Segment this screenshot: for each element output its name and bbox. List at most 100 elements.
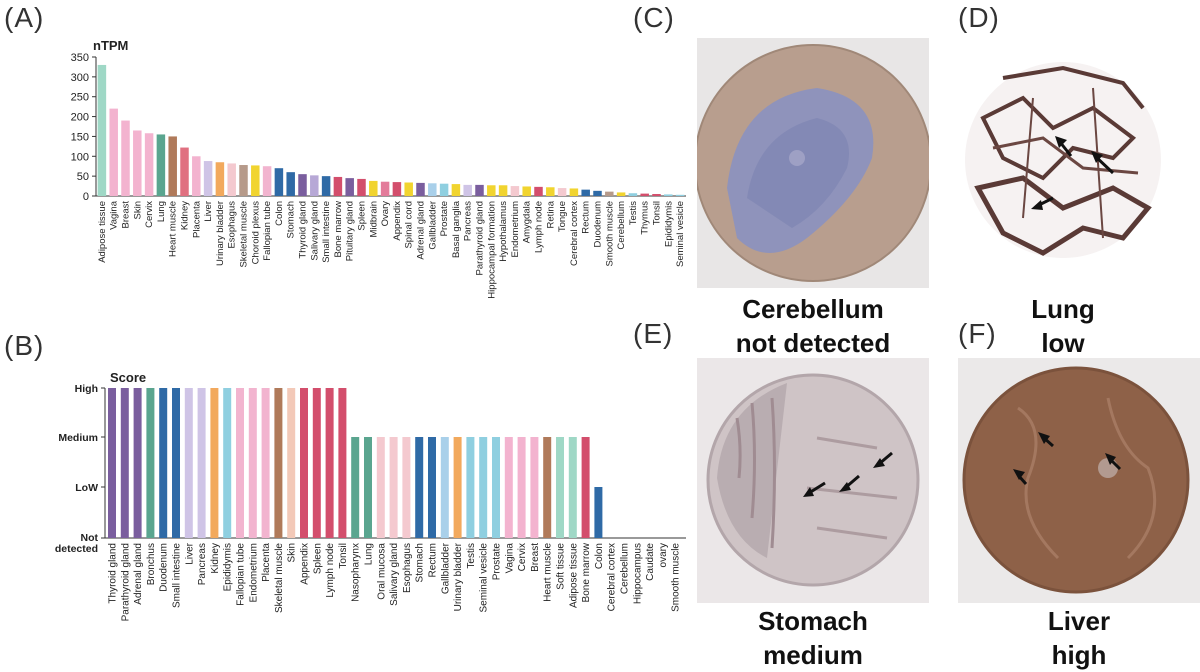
chart-a-bar [522, 186, 531, 196]
chart-a-xtick-label: Pancreas [463, 201, 474, 241]
chart-b-bar [492, 437, 500, 538]
chart-b-xtick-label: Cerebral cortex [607, 543, 618, 611]
chart-a-bar [239, 165, 248, 196]
chart-a-ylabel: nTPM [93, 38, 129, 53]
chart-b-xtick-label: Fallopian tube [236, 543, 247, 606]
chart-a-bar [345, 178, 354, 196]
chart-b-ytick-label: Not [81, 532, 99, 544]
lung-caption-line1: Lung [1031, 294, 1095, 324]
chart-a-xtick-label: Small intestine [321, 201, 332, 263]
chart-a-bar [451, 184, 461, 196]
chart-a-bar [640, 193, 649, 196]
chart-b-ylabel: Score [110, 370, 147, 385]
chart-a-xtick-label: Placenta [191, 200, 202, 238]
chart-a-xtick-label: Amygdala [522, 200, 533, 243]
chart-b-xtick-label: Vagina [504, 543, 515, 574]
chart-a-xtick-label: Heart muscle [168, 201, 179, 257]
chart-a-bar [286, 172, 295, 196]
chart-a-bar [510, 186, 520, 196]
chart-b-xtick-label: Liver [184, 542, 195, 564]
chart-a-xtick-label: Salivary gland [309, 201, 320, 261]
chart-a-xtick-label: Choroid plexus [250, 201, 261, 265]
chart-a-bar [546, 187, 555, 196]
chart-a-bar [593, 190, 602, 196]
chart-a-xtick-label: Ovary [380, 201, 391, 227]
chart-b-xtick-label: Lung [364, 543, 375, 565]
chart-b-bar [300, 388, 308, 538]
panel-label-e: (E) [633, 318, 674, 349]
chart-a-xtick-label: Parathyroid gland [475, 201, 486, 275]
chart-b-xtick-label: Epididymis [223, 543, 234, 591]
chart-a-xtick-label: Gallbladder [427, 201, 438, 250]
chart-a-bar [144, 133, 154, 196]
chart-a-xtick-label: Seminal vesicle [675, 201, 686, 267]
chart-a-bar [97, 64, 107, 196]
chart-b-xtick-label: Small intestine [172, 543, 183, 608]
chart-b-ytick-label: detected [55, 543, 98, 555]
chart-b-xtick-label: Skeletal muscle [274, 543, 285, 613]
cerebellum-image [694, 38, 932, 288]
lung-image [963, 38, 1163, 288]
chart-b-xtick-label: Kidney [210, 543, 221, 574]
chart-a-bar [463, 184, 472, 196]
chart-a-ytick-label: 200 [71, 112, 89, 124]
chart-b-bar [133, 388, 142, 538]
chart-a-xtick-label: Midbrain [368, 201, 379, 237]
chart-a-bar [168, 136, 177, 196]
chart-a-xtick-label: Prostate [439, 201, 450, 236]
chart-a-bar [498, 185, 508, 196]
chart-b-xtick-label: Smooth muscle [671, 543, 682, 612]
chart-b-xtick-label: Adrenal gland [133, 543, 144, 605]
chart-b-xtick-label: Soft tissue [556, 543, 567, 590]
chart-b-xtick-label: Caudate [645, 543, 656, 581]
chart-a-bar [404, 182, 413, 196]
chart-a-xtick-label: Pituitary gland [345, 201, 356, 261]
chart-b-xtick-label: Rectum [428, 543, 439, 577]
chart-b-bar [146, 388, 155, 538]
chart-b-bar [581, 437, 590, 538]
chart-b-bar [261, 388, 270, 538]
chart-b-xtick-label: Parathyroid gland [120, 543, 131, 621]
chart-b-xtick-label: Spleen [312, 543, 323, 574]
chart-a-bar [439, 183, 449, 196]
chart-b-bar [376, 437, 385, 538]
chart-a-xtick-label: Kidney [180, 201, 191, 230]
chart-a-xtick-label: Fallopian tube [262, 201, 273, 261]
chart-b-bar [223, 388, 232, 538]
chart-b-bar [287, 388, 296, 538]
chart-a-xtick-label: Skin [132, 201, 143, 219]
chart-a-xtick-label: Spinal cord [404, 201, 415, 249]
chart-b-bar [453, 437, 462, 538]
chart-a-xtick-label: Urinary bladder [215, 201, 226, 266]
chart-a-bar [215, 162, 225, 196]
chart-b-bar [479, 437, 488, 538]
chart-a-bar [298, 174, 307, 196]
chart-a-bar [274, 168, 284, 196]
chart-b-xtick-label: Duodenum [159, 543, 170, 592]
chart-b-xtick-label: Heart muscle [543, 543, 554, 602]
chart-a-xtick-label: Tongue [557, 201, 568, 232]
chart-a-bar [203, 161, 213, 196]
chart-a-xtick-label: Testis [628, 201, 639, 226]
chart-a-ytick-label: 0 [83, 191, 89, 203]
chart-b-xtick-label: Seminal vesicle [479, 543, 490, 613]
chart-a-xtick-label: Colon [274, 201, 285, 226]
chart-a-ytick-label: 250 [71, 92, 89, 104]
chart-b-bar [556, 437, 564, 538]
chart-a-bar [534, 186, 543, 196]
chart-a-ytick-label: 300 [71, 72, 89, 84]
chart-a-xtick-label: Esophagus [227, 201, 238, 249]
chart-b-bar [402, 437, 411, 538]
chart-a-bar [180, 147, 189, 196]
chart-b-bar [172, 388, 180, 538]
chart-a-bar [133, 130, 142, 196]
chart-a-bar [192, 156, 201, 196]
chart-a-ytick-label: 50 [77, 171, 89, 183]
chart-b-bar [274, 388, 283, 538]
liver-caption-line2: high [1051, 640, 1107, 670]
chart-b-xtick-label: Stomach [415, 543, 426, 582]
chart-a-ytick-label: 150 [71, 131, 89, 143]
chart-b-ytick-label: High [75, 383, 98, 395]
chart-a-xtick-label: Tonsil [652, 201, 663, 225]
